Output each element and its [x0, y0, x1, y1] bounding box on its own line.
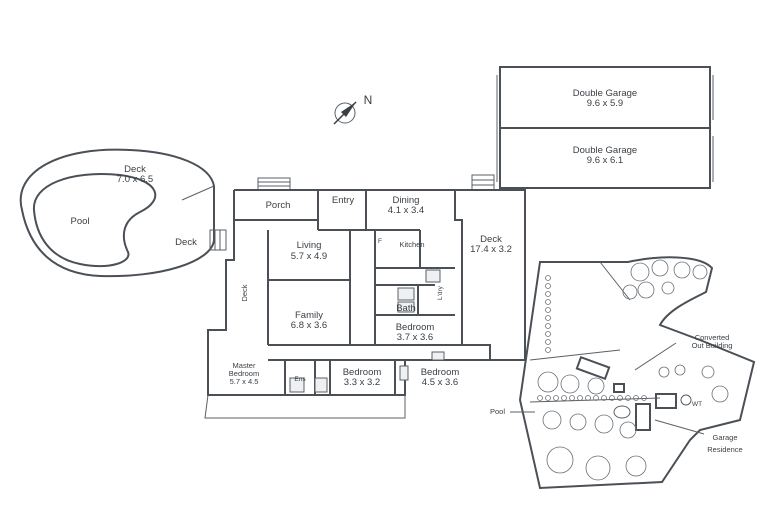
hedge-dot: [577, 395, 583, 401]
house-walls: [204, 189, 526, 419]
double-garage: [496, 66, 714, 189]
room-living-dims: 5.7 x 4.9: [291, 251, 327, 262]
deck-east-dims: 17.4 x 3.2: [470, 244, 512, 255]
site-converted-line1: Converted: [695, 333, 730, 342]
tree-8: [537, 371, 559, 393]
site-plan: [518, 256, 756, 490]
garage-lower-dims: 9.6 x 6.1: [587, 155, 623, 166]
hedge-dot: [537, 395, 543, 401]
deck-east-name: Deck: [480, 234, 502, 245]
tree-21: [674, 364, 686, 376]
hedge-dot: [545, 347, 551, 353]
tree-13: [594, 414, 614, 434]
tree-12: [569, 413, 587, 431]
site-converted-line2: Out Building: [692, 341, 733, 350]
garage-upper-dims: 9.6 x 5.9: [587, 98, 623, 109]
room-bedroom-a-dims: 3.3 x 3.2: [344, 377, 380, 388]
hedge-dot: [625, 395, 631, 401]
room-master-dims: 5.7 x 4.5: [230, 377, 259, 386]
tree-2: [651, 259, 669, 277]
tree-4: [692, 264, 708, 280]
site-trees: [537, 259, 729, 481]
hedge-dot: [553, 395, 559, 401]
hedge-dot: [609, 395, 615, 401]
room-master-line2: Bedroom: [229, 369, 259, 378]
fixtures: [289, 269, 445, 393]
hedge-dot: [545, 307, 551, 313]
deck-west-label: Deck: [240, 284, 249, 301]
room-bedroom-b-name: Bedroom: [421, 367, 460, 378]
leader-garage: [654, 419, 705, 435]
pool-label: Pool: [70, 216, 89, 227]
hedge-dot: [545, 299, 551, 305]
hedge-dot: [641, 395, 647, 401]
fridge-label: F: [378, 238, 382, 245]
room-bedroom-mid-name: Bedroom: [396, 322, 435, 333]
tree-14: [619, 421, 637, 439]
room-bath: Bath: [396, 303, 416, 314]
hedge-dot: [545, 323, 551, 329]
room-ensuite: Ens: [294, 376, 306, 383]
pool-side-deck-label: Deck: [175, 237, 197, 248]
hedge-dot: [545, 283, 551, 289]
compass-north-label: N: [364, 93, 373, 107]
hedge-dot: [545, 315, 551, 321]
tree-20: [658, 366, 670, 378]
compass-icon: [333, 101, 357, 125]
hedge-dot: [545, 331, 551, 337]
site-pool-label: Pool: [490, 407, 505, 416]
hedge-dot: [617, 395, 623, 401]
hedge-dot: [545, 395, 551, 401]
hedge-dot: [545, 291, 551, 297]
hedge-dot: [633, 395, 639, 401]
tree-7: [661, 281, 675, 295]
garage-upper-name: Double Garage: [573, 88, 637, 99]
room-kitchen: Kitchen: [399, 240, 424, 249]
hedge-dot: [593, 395, 599, 401]
room-entry: Entry: [332, 195, 354, 206]
tree-6: [622, 284, 638, 300]
hedge-dot: [585, 395, 591, 401]
room-family-name: Family: [295, 310, 323, 321]
tree-17: [625, 455, 647, 477]
hedge-dot: [545, 339, 551, 345]
hedge-dot: [601, 395, 607, 401]
room-living-name: Living: [297, 240, 322, 251]
hedge-dot: [569, 395, 575, 401]
tree-9: [560, 374, 580, 394]
tree-11: [542, 410, 562, 430]
pool-deck-name: Deck: [124, 164, 146, 175]
tree-15: [546, 446, 574, 474]
site-garage-label: Garage: [712, 433, 737, 442]
room-bedroom-b-dims: 4.5 x 3.6: [422, 377, 458, 388]
room-master-line1: Master: [233, 361, 256, 370]
hedge-dot: [561, 395, 567, 401]
room-porch: Porch: [266, 200, 291, 211]
hedge-dot: [545, 275, 551, 281]
tree-5: [637, 281, 655, 299]
tree-3: [673, 261, 691, 279]
leader-converted: [634, 342, 677, 371]
tree-19: [701, 365, 715, 379]
room-dining-name: Dining: [393, 195, 420, 206]
pool-deck: [19, 148, 215, 278]
pool-deck-dims: 7.0 x 6.5: [117, 174, 153, 185]
tree-10: [587, 377, 605, 395]
tree-1: [630, 262, 650, 282]
room-family-dims: 6.8 x 3.6: [291, 320, 327, 331]
tree-16: [585, 455, 611, 481]
room-dining-dims: 4.1 x 3.4: [388, 205, 424, 216]
room-bedroom-a-name: Bedroom: [343, 367, 382, 378]
room-laundry: L'dry: [437, 285, 444, 300]
room-bedroom-mid-dims: 3.7 x 3.6: [397, 332, 433, 343]
site-wt-label: WT: [692, 401, 702, 408]
site-residence-label: Residence: [707, 445, 742, 454]
garage-lower-name: Double Garage: [573, 145, 637, 156]
deck-steps: [209, 174, 495, 251]
tree-18: [711, 385, 729, 403]
